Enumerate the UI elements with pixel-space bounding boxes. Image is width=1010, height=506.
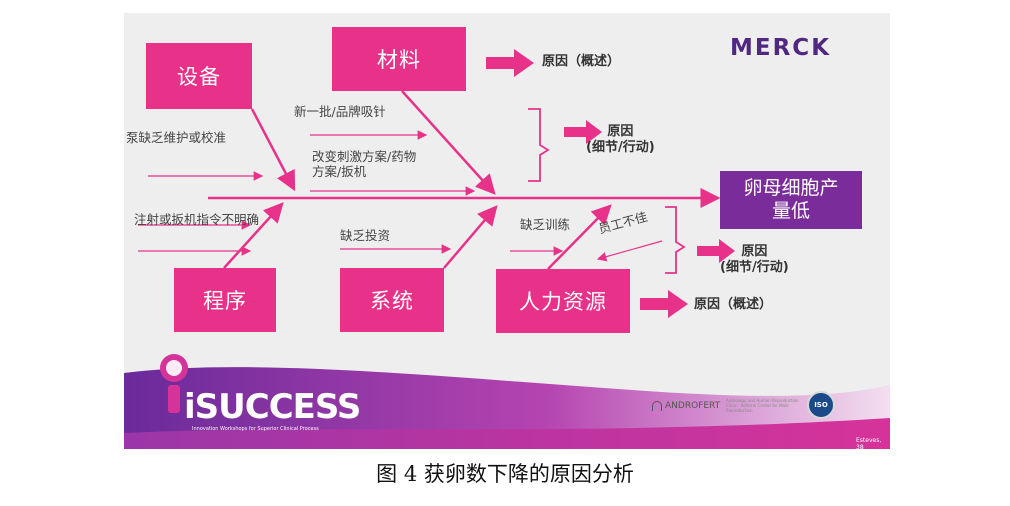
label-change1: 改变刺激方案/药物 [312,149,417,164]
figure-caption: 图 4 获卵数下降的原因分析 [376,462,634,486]
label-pump: 泵缺乏维护或校准 [126,130,227,145]
category-systems: 系统 [340,268,444,332]
label-investment: 缺乏投资 [340,228,391,243]
cause-detail-upper-line2: (细节/行动) [586,140,655,155]
label-new-batch: 新一批/品牌吸针 [294,104,386,119]
androfert-icon [652,401,662,411]
slide: 设备 材料 程序 系统 人力资源 卵母细胞产 量低 泵缺乏维护或校准 新一批/品… [124,13,890,449]
cause-detail-lower: 原因 (细节/行动) [720,244,789,276]
category-human-resources: 人力资源 [496,269,630,333]
cause-detail-upper-line1: 原因 [607,124,634,139]
effect-line1: 卵母细胞产 [743,177,839,199]
bone-equipment [250,108,296,192]
cause-detail-upper: 原因 (细节/行动) [586,124,655,156]
bone-procedures [223,202,284,269]
bone-hr [547,204,612,270]
cause-detail-lower-line2: (细节/行动) [720,260,789,275]
bone-systems [443,205,498,269]
label-training: 缺乏训练 [520,217,571,232]
category-equipment: 设备 [146,43,252,109]
category-materials: 材料 [332,27,466,91]
androfert-logo: ANDROFERT [652,401,720,411]
isuccess-tagline: Innovation Workshops for Superior Clinic… [192,426,319,432]
androfert-name: ANDROFERT [665,401,721,411]
label-injection: 注射或扳机指令不明确 [134,212,260,227]
bone-materials [401,90,496,195]
brace-upper [528,108,550,182]
effect-box: 卵母细胞产 量低 [720,171,862,229]
block-arrow-lower [697,239,735,263]
category-procedures: 程序 [174,268,276,332]
brace-lower [665,206,686,274]
fishbone-lines [124,49,890,449]
androfert-subtitle: Andrology and Human Reproduction Clinic … [726,398,799,413]
cause-summary-materials: 原因（概述） [542,54,621,69]
block-arrow-hr [640,290,688,318]
footnote: Esteves, 38 [856,437,882,449]
isuccess-logo: iSUCCESS [184,387,361,427]
merck-logo: MERCK [730,35,832,61]
block-arrow-upper [564,120,602,144]
block-arrow-materials [486,49,534,77]
effect-line2: 量低 [771,200,810,222]
cause-detail-lower-line1: 原因 [741,244,768,259]
iso-badge-icon: ISO [807,391,835,419]
label-change2: 方案/扳机 [312,164,367,179]
cause-summary-hr: 原因（概述） [694,297,773,312]
